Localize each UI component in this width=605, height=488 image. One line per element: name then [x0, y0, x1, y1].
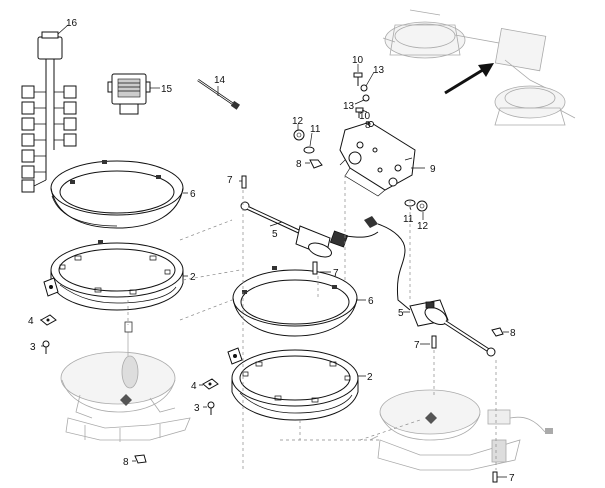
callout-8-bracket: 8	[365, 120, 371, 131]
callout-16: 16	[66, 18, 78, 29]
callout-12-left: 12	[292, 116, 304, 127]
pin-7-top	[241, 175, 247, 189]
callout-12-right: 12	[417, 221, 429, 232]
callout-11-left: 11	[310, 124, 321, 135]
cable-tie-part	[197, 78, 240, 110]
ghost-lamp-assembly-left	[60, 321, 191, 442]
callout-2-upper: 2	[190, 272, 196, 283]
overview-assembly-top-right	[382, 9, 576, 126]
screw-center	[207, 401, 215, 415]
callout-8-right: 8	[510, 328, 516, 339]
clip-nut-center	[202, 378, 219, 390]
washer-11-left	[303, 146, 315, 154]
nut-12-left	[293, 129, 305, 141]
mounting-ring-upper	[43, 240, 184, 311]
callout-7-bottom: 7	[509, 473, 515, 484]
callout-7-top: 7	[227, 175, 233, 186]
callout-3-left: 3	[30, 342, 36, 353]
pin-7-mid	[312, 261, 318, 275]
direction-arrow	[444, 63, 494, 95]
pin-7-right	[431, 335, 437, 349]
callout-3-center: 3	[194, 403, 200, 414]
callout-5-lower: 5	[398, 308, 404, 319]
screw-13-a	[360, 84, 368, 92]
wiring-harness-part	[21, 31, 77, 193]
mounting-ring-center	[227, 347, 359, 421]
callout-8-bottom: 8	[123, 457, 129, 468]
callout-4-center: 4	[191, 381, 197, 392]
callout-10-upper: 10	[352, 55, 364, 66]
callout-6-upper: 6	[190, 189, 196, 200]
nut-12-right	[416, 200, 428, 212]
callout-14: 14	[214, 75, 226, 86]
bolt-10-upper	[353, 72, 363, 86]
nut-8-bottom	[134, 454, 147, 464]
callout-13-lower: 13	[343, 101, 355, 112]
assembly-guide-lines	[127, 175, 497, 470]
callout-15: 15	[161, 84, 173, 95]
nut-8-bracket-left	[309, 159, 323, 169]
callout-4-left: 4	[28, 316, 34, 327]
ghost-lamp-assembly-right	[369, 389, 553, 471]
actuator-motor-lower	[409, 299, 496, 357]
callout-7-mid: 7	[333, 268, 339, 279]
clip-nut-left-upper	[40, 314, 57, 326]
callout-leader-lines	[40, 24, 509, 478]
callout-9: 9	[430, 164, 436, 175]
screw-left-upper	[42, 340, 50, 354]
callout-6-center: 6	[368, 296, 374, 307]
callout-2-center: 2	[367, 372, 373, 383]
callout-11-right: 11	[403, 214, 414, 225]
nut-8-right	[491, 327, 504, 337]
bracket-plate	[339, 121, 416, 197]
screw-13-b	[362, 94, 370, 102]
bezel-ring-upper	[50, 160, 184, 229]
bolt-10-lower	[355, 107, 364, 118]
callout-8-left: 8	[296, 159, 302, 170]
callout-10-lower: 10	[359, 111, 371, 122]
control-module-part	[107, 73, 151, 115]
pin-7-bottom	[492, 471, 498, 483]
callout-5-upper: 5	[272, 229, 278, 240]
callout-labels: 16 15 14 10 13 13 10 12 11 8 9 8 7 6 5 1…	[28, 18, 516, 484]
callout-7-right: 7	[414, 340, 420, 351]
bezel-ring-center	[232, 266, 358, 337]
callout-13-upper: 13	[373, 65, 385, 76]
